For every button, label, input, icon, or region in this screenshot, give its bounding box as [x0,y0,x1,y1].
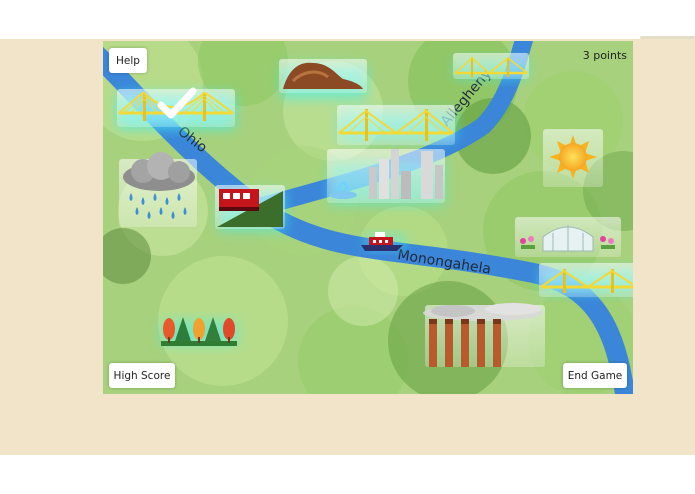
boat-tile[interactable] [361,232,405,251]
game-board: Ohio Allegheny Monongahela [103,41,633,394]
yellow-bridge-icon [540,269,633,293]
sun-tile[interactable] [543,129,603,187]
rock-tile[interactable] [279,59,367,99]
smokestacks-icon [423,303,543,367]
high-score-button[interactable]: High Score [109,363,175,388]
rain-cloud-icon [123,152,195,219]
pittsburgh-map: Ohio Allegheny Monongahela [103,41,633,394]
bottom-bar [0,455,695,494]
bridge-top-right-tile[interactable] [453,53,529,79]
conservatory-tile[interactable] [515,217,621,257]
rain-cloud-tile[interactable] [119,152,197,227]
end-game-button[interactable]: End Game [563,363,627,388]
top-bar-edge [640,36,695,39]
incline-railcar-icon [217,189,283,227]
bridge-checked-tile[interactable] [117,87,235,129]
help-button[interactable]: Help [109,48,147,73]
trees-tile[interactable] [161,317,237,346]
riverboat-icon [361,232,403,251]
skyline-tile[interactable] [327,149,445,205]
mount-washington-rock-icon [283,62,363,89]
sun-icon [549,135,597,179]
glass-conservatory-icon [520,225,615,252]
found-checkmark-icon [157,87,197,119]
steel-mill-tile[interactable] [423,303,545,367]
points-counter: 3 points [582,49,627,62]
yellow-bridge-icon [454,56,528,77]
autumn-trees-icon [161,317,237,346]
top-bar [0,0,695,39]
bridge-right-tile[interactable] [539,263,633,297]
yellow-bridge-icon [338,109,454,141]
incline-tile[interactable] [215,185,285,231]
city-skyline-fountain-icon [329,149,443,199]
bridge-center-tile[interactable] [337,105,455,145]
